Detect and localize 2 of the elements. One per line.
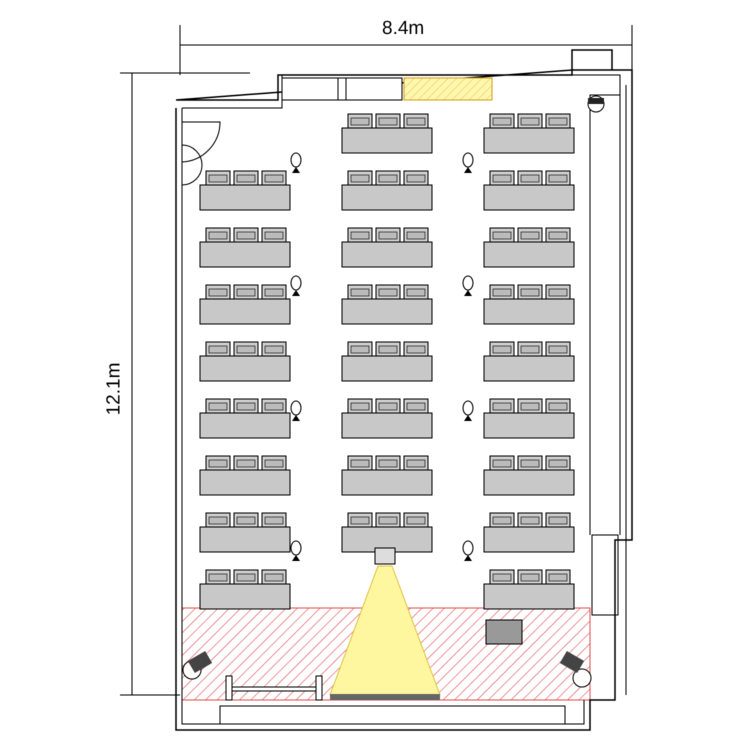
dimension-label: 8.4m	[382, 18, 424, 40]
dimension-label: 12.1m	[103, 362, 126, 416]
